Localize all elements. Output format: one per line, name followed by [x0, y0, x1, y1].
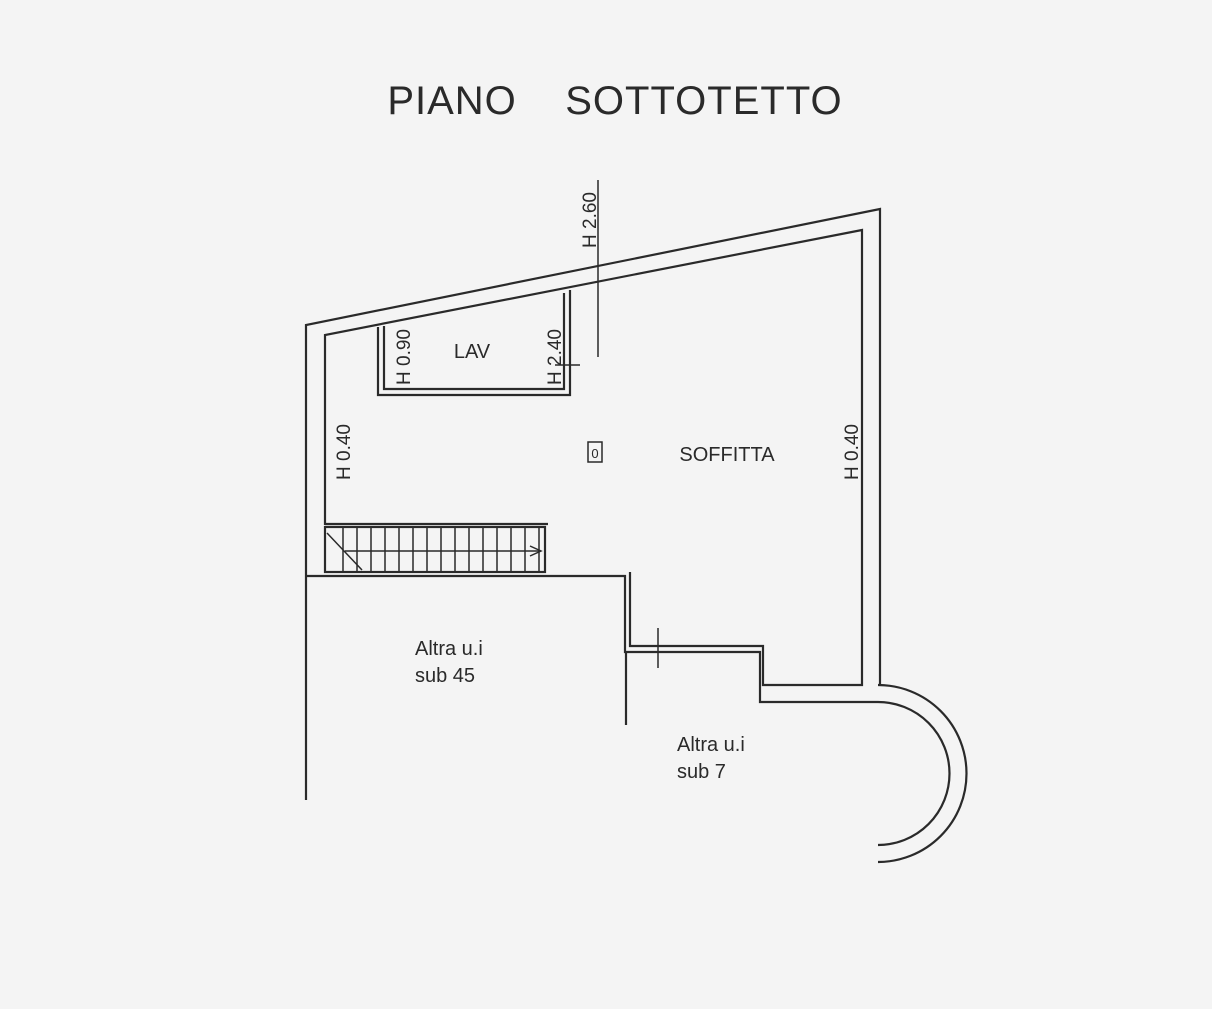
lav-room	[376, 180, 599, 397]
neighbor-sub7-line1: Altra u.i	[677, 734, 745, 756]
plan-title: PIANO SOTTOTETTO	[387, 79, 842, 123]
staircase	[323, 522, 548, 574]
chimney	[587, 441, 603, 463]
height-label-260: H 2.60	[580, 192, 601, 248]
height-label-040-left: H 0.40	[334, 424, 355, 480]
neighbor-sub45-line2: sub 45	[415, 665, 475, 687]
height-label-240: H 2.40	[545, 329, 566, 385]
height-label-040-right: H 0.40	[842, 424, 863, 480]
room-label-soffitta: SOFFITTA	[679, 444, 775, 466]
neighbor-sub7-line2: sub 7	[677, 761, 726, 783]
curved-wall	[877, 683, 968, 864]
chimney-label: 0	[591, 446, 598, 461]
neighbor-sub45-line1: Altra u.i	[415, 638, 483, 660]
outer-walls	[304, 207, 968, 864]
room-label-lav: LAV	[454, 341, 491, 363]
height-label-090: H 0.90	[394, 329, 415, 385]
